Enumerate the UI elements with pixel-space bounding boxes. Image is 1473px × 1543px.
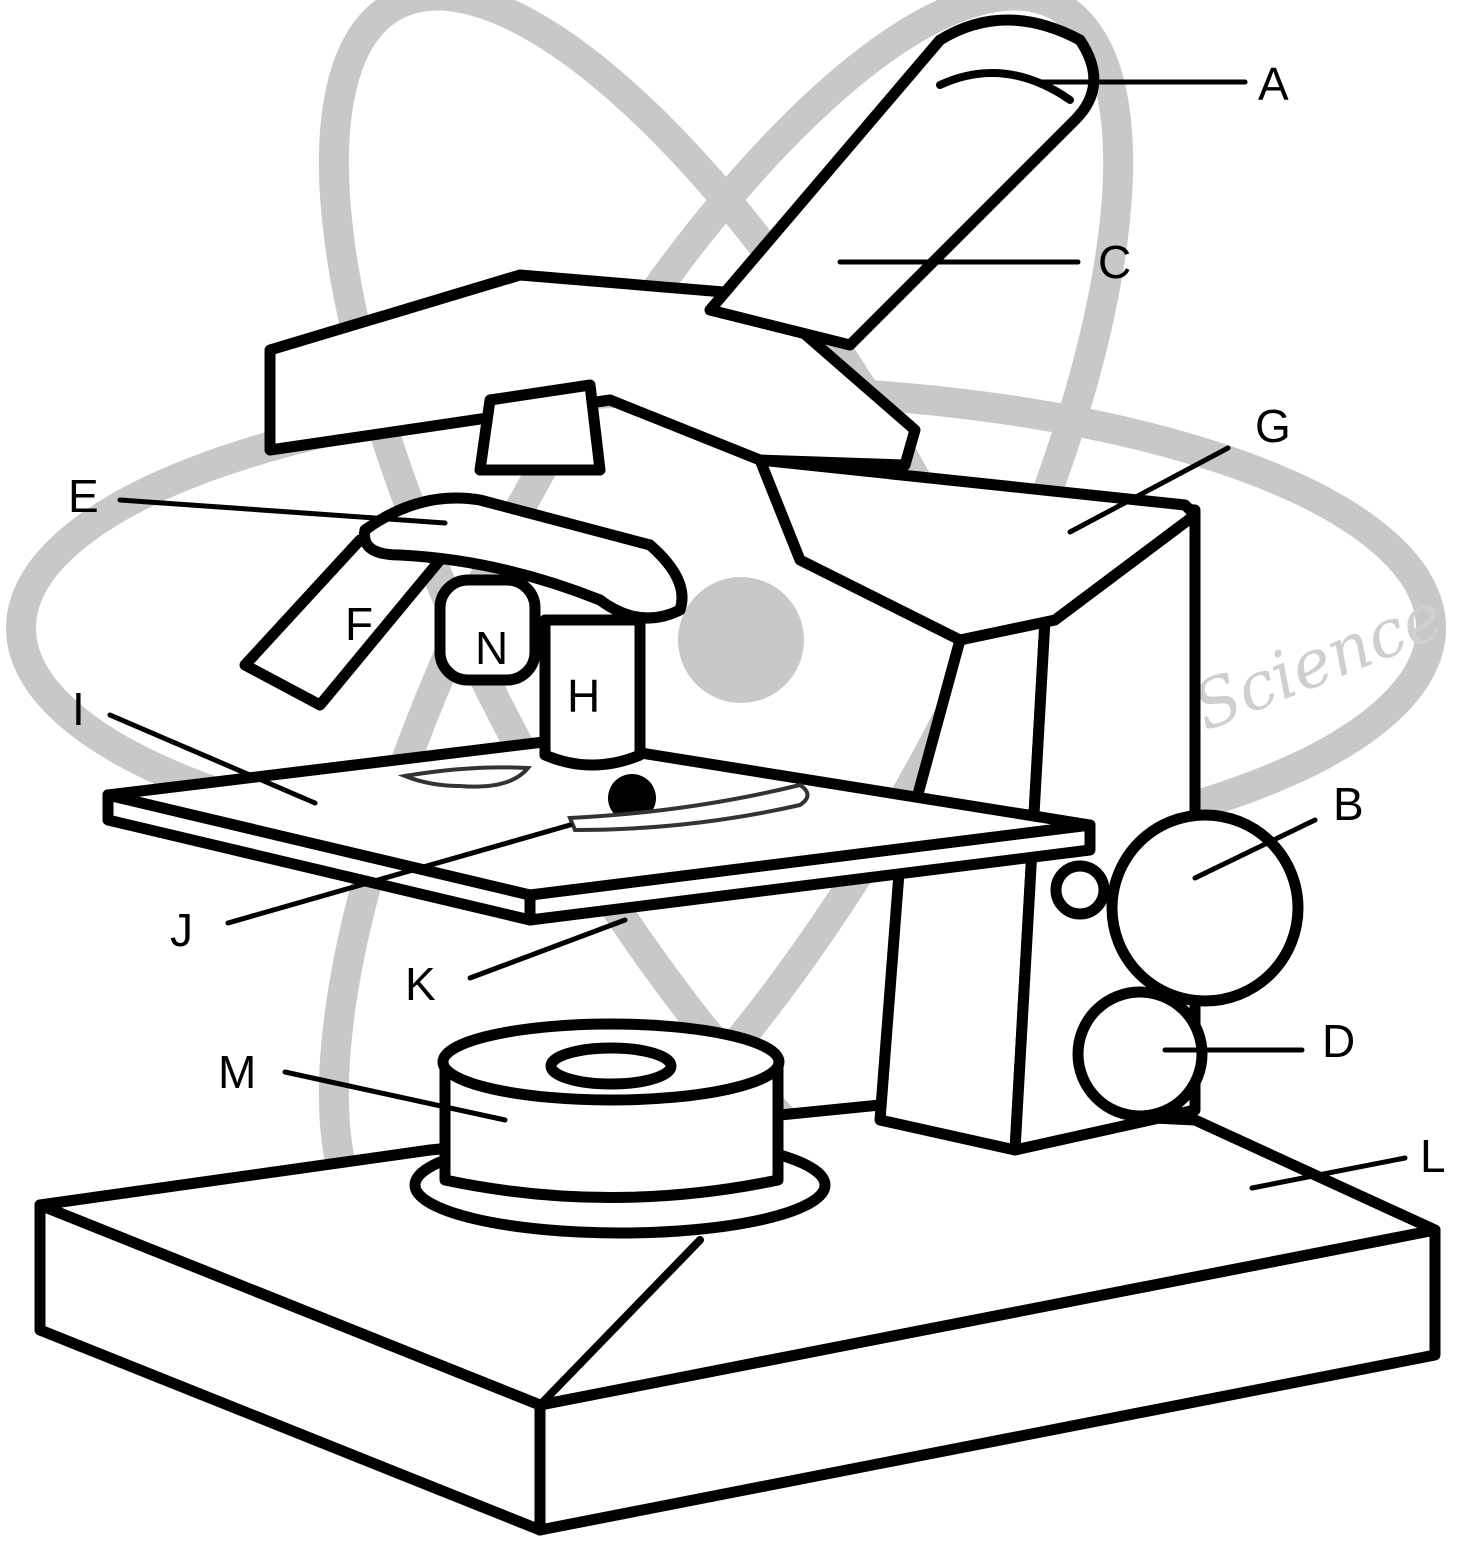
stage-clip-right bbox=[567, 782, 810, 833]
eyepiece-rim bbox=[936, 69, 1074, 104]
label-k: K bbox=[405, 958, 436, 1010]
stage-aperture bbox=[608, 774, 656, 822]
light-source bbox=[409, 1018, 831, 1239]
head-support bbox=[474, 379, 606, 476]
label-f: F bbox=[345, 598, 373, 650]
label-g: G bbox=[1255, 400, 1291, 452]
label-m: M bbox=[218, 1046, 256, 1098]
nosepiece bbox=[358, 492, 688, 624]
arm-upper bbox=[754, 454, 1201, 646]
leader-line-k bbox=[467, 917, 628, 981]
base bbox=[34, 1099, 1441, 1536]
coarse-focus-knob bbox=[1106, 809, 1304, 1007]
objective-low-power bbox=[239, 534, 446, 711]
leader-line-j bbox=[225, 822, 573, 926]
eyepiece-tube bbox=[704, 14, 1100, 351]
label-i: I bbox=[72, 683, 85, 735]
label-b: B bbox=[1333, 778, 1364, 830]
label-e: E bbox=[68, 470, 99, 522]
part-labels: A B C D E F G H I J K L M N bbox=[68, 58, 1446, 1182]
knob-axle bbox=[1050, 860, 1110, 920]
label-d: D bbox=[1322, 1015, 1355, 1067]
label-l: L bbox=[1420, 1130, 1446, 1182]
stage-clip-left bbox=[397, 765, 533, 789]
head bbox=[264, 14, 1100, 476]
label-n: N bbox=[475, 622, 508, 674]
leader-line-i bbox=[107, 712, 318, 806]
revolving-nosepiece bbox=[358, 492, 688, 624]
label-j: J bbox=[170, 904, 193, 956]
base-top-edge bbox=[536, 1236, 704, 1409]
label-h: H bbox=[567, 670, 600, 722]
leader-line-e bbox=[117, 497, 448, 526]
leader-lines bbox=[107, 79, 1408, 1191]
light-source-lens bbox=[545, 1042, 677, 1090]
stage bbox=[102, 734, 1096, 926]
leader-line-l bbox=[1249, 1155, 1408, 1191]
fine-focus-knob bbox=[1072, 986, 1208, 1122]
leader-line-g bbox=[1067, 445, 1231, 535]
objective-high-power bbox=[539, 614, 646, 771]
watermark-nucleus bbox=[678, 577, 804, 703]
objective-medium-power bbox=[434, 574, 541, 686]
leader-line-m bbox=[282, 1069, 508, 1123]
focus-knobs bbox=[1050, 809, 1304, 1122]
leader-line-b bbox=[1192, 817, 1318, 881]
label-a: A bbox=[1258, 58, 1289, 110]
label-c: C bbox=[1098, 236, 1131, 288]
